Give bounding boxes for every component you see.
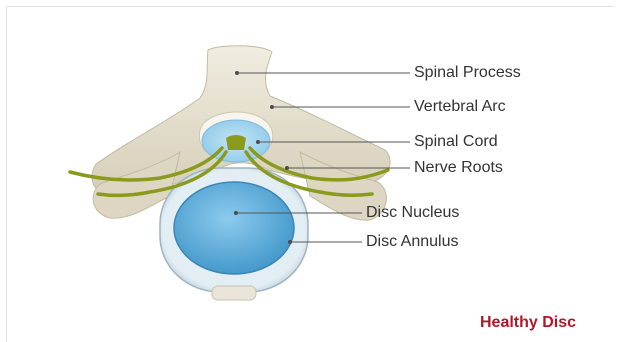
spinal-cord-nerve-center: [226, 135, 246, 150]
disc-annulus-label: Disc Annulus: [366, 233, 459, 251]
spinal-process-label: Spinal Process: [414, 64, 521, 82]
disc-nucleus-shape: [174, 182, 294, 274]
nerve-roots-label: Nerve Roots: [414, 159, 503, 177]
disc-nucleus-label: Disc Nucleus: [366, 204, 459, 222]
caption-healthy-disc: Healthy Disc: [480, 314, 576, 332]
vertebral-body-rim: [212, 286, 256, 300]
spinal-cord-label: Spinal Cord: [414, 133, 498, 151]
vertebral-arc-label: Vertebral Arc: [414, 98, 506, 116]
